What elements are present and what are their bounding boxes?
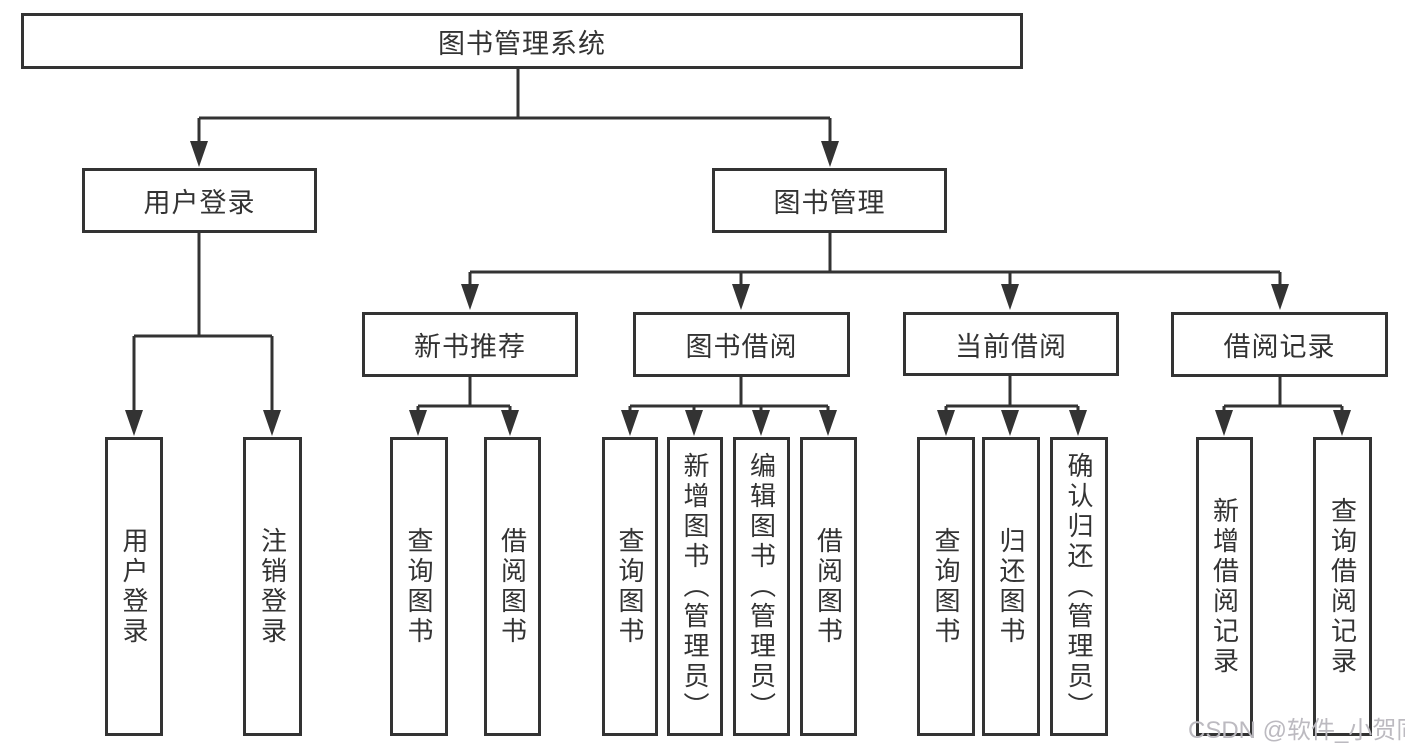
leaf-confirm-return-admin: 确认归还（管理员）	[1050, 437, 1108, 736]
leaf-query-borrow-record: 查询借阅记录	[1313, 437, 1372, 736]
leaf-borrow-book-recommend-label: 借阅图书	[497, 526, 528, 647]
node-current-borrow: 当前借阅	[903, 312, 1119, 376]
leaf-query-book-current: 查询图书	[917, 437, 975, 736]
leaf-borrow-book-recommend: 借阅图书	[484, 437, 541, 736]
node-current-borrow-label: 当前借阅	[955, 331, 1067, 362]
leaf-edit-book-admin-label: 编辑图书（管理员）	[746, 451, 777, 722]
node-book-borrow: 图书借阅	[633, 312, 850, 377]
leaf-add-borrow-record-label: 新增借阅记录	[1209, 496, 1240, 677]
leaf-add-borrow-record: 新增借阅记录	[1196, 437, 1253, 736]
node-library-system-label: 图书管理系统	[438, 28, 606, 59]
leaf-query-borrow-record-label: 查询借阅记录	[1327, 496, 1358, 677]
node-book-management: 图书管理	[712, 168, 947, 233]
node-library-system: 图书管理系统	[21, 13, 1023, 69]
arrowheads	[125, 141, 1351, 436]
node-user-login: 用户登录	[82, 168, 317, 233]
leaf-borrow-book-label: 借阅图书	[813, 526, 844, 647]
node-book-management-label: 图书管理	[773, 188, 886, 218]
node-book-borrow-label: 图书借阅	[685, 332, 798, 362]
leaf-confirm-return-admin-label: 确认归还（管理员）	[1064, 451, 1094, 722]
leaf-query-book-borrow-label: 查询图书	[615, 526, 645, 647]
leaf-return-book: 归还图书	[982, 437, 1040, 736]
node-user-login-label: 用户登录	[143, 188, 256, 218]
leaf-query-book-recommend-label: 查询图书	[404, 526, 434, 647]
node-borrow-records-label: 借阅记录	[1223, 332, 1336, 362]
leaf-logout-label: 注销登录	[257, 526, 288, 647]
csdn-watermark: CSDN @软件_小贺同学	[1188, 717, 1405, 744]
leaf-add-book-admin-label: 新增图书（管理员）	[680, 451, 710, 722]
node-new-book-recommend: 新书推荐	[362, 312, 578, 377]
leaf-return-book-label: 归还图书	[996, 526, 1026, 647]
leaf-query-book-current-label: 查询图书	[931, 526, 961, 647]
leaf-user-login-label: 用户登录	[119, 526, 149, 647]
leaf-borrow-book: 借阅图书	[800, 437, 857, 736]
connector-path	[132, 69, 1344, 413]
leaf-logout: 注销登录	[243, 437, 302, 736]
leaf-edit-book-admin: 编辑图书（管理员）	[733, 437, 790, 736]
leaf-query-book-recommend: 查询图书	[390, 437, 448, 736]
leaf-add-book-admin: 新增图书（管理员）	[667, 437, 723, 736]
node-borrow-records: 借阅记录	[1171, 312, 1388, 377]
leaf-query-book-borrow: 查询图书	[602, 437, 658, 736]
leaf-user-login: 用户登录	[105, 437, 163, 736]
node-new-book-recommend-label: 新书推荐	[414, 332, 526, 362]
